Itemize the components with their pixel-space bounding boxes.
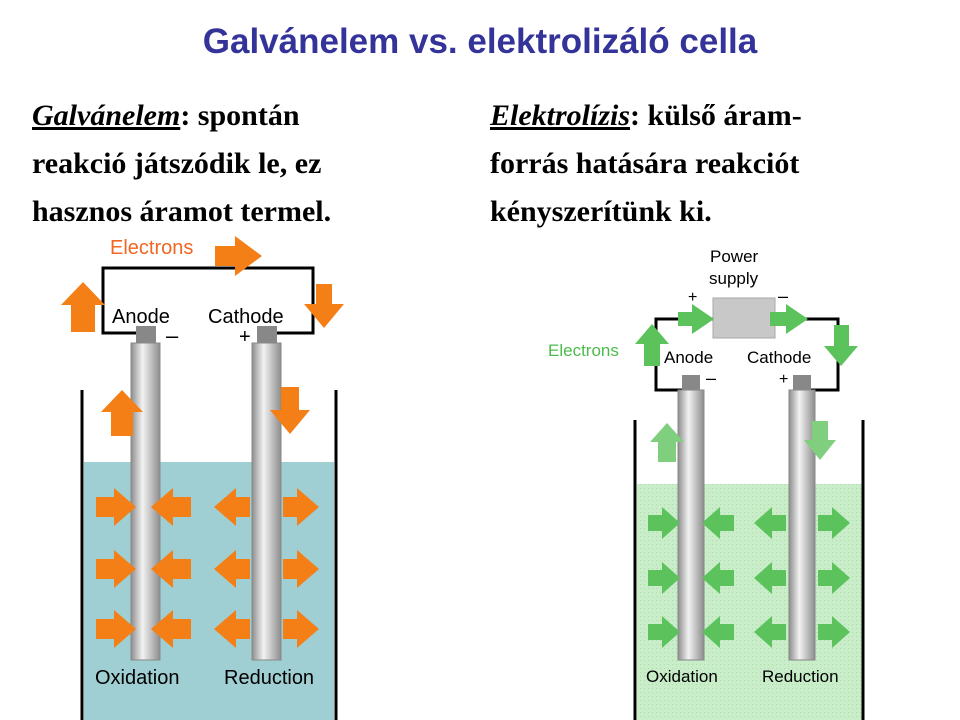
galvanic-ion-arrow-down [270, 387, 310, 434]
galvanic-description-line-3: hasznos áramot termel. [32, 195, 332, 228]
electrolytic-cell: Power supply + – Electrons Anode Cathode… [548, 247, 865, 720]
galvanic-cathode-ion-arrows [214, 488, 319, 648]
electrolytic-reduction-label: Reduction [762, 667, 839, 686]
electrolytic-cathode-label: Cathode [747, 348, 811, 367]
galvanic-cathode-label: Cathode [208, 306, 284, 328]
power-supply-minus-sign: – [778, 286, 788, 306]
power-supply-label-line-1: Power [710, 247, 759, 266]
electrolytic-ion-arrow-down [804, 421, 836, 460]
electrolytic-ion-arrow-up [650, 423, 684, 462]
electrolysis-line-1-rest: : külső áram- [630, 99, 802, 132]
electrolysis-description-line-2: forrás hatására reakciót [490, 147, 800, 180]
galvanic-anode-cap [136, 326, 156, 344]
electrolytic-beaker [633, 420, 865, 720]
power-supply-box [712, 297, 776, 339]
galvanic-term: Galvánelem [32, 99, 181, 132]
galvanic-electron-arrow-right [215, 236, 262, 276]
galvanic-ion-arrow-up [101, 390, 143, 436]
galvanic-line-1-rest: : spontán [180, 99, 300, 132]
electrolytic-cathode-cap [793, 375, 811, 391]
galvanic-anode-ion-arrows [96, 488, 191, 648]
galvanic-anode-label: Anode [112, 306, 170, 328]
electrolytic-electron-arrow-down [824, 325, 858, 366]
galvanic-anode-sign: – [166, 323, 179, 348]
galvanic-reduction-label: Reduction [224, 667, 314, 689]
galvanic-anode-rod [130, 342, 161, 661]
galvanic-cathode-sign: + [239, 326, 251, 348]
electrolytic-anode-rod [677, 389, 705, 661]
galvanic-cathode-cap [257, 326, 277, 344]
galvanic-description-line-2: reakció játszódik le, ez [32, 147, 322, 180]
galvanic-cathode-rod [251, 342, 282, 661]
galvanic-cell: Electrons Anode Cathode – + Oxidation Re… [61, 236, 344, 720]
page-title: Galvánelem vs. elektrolizáló cella [202, 22, 758, 61]
electrolytic-cathode-sign: + [779, 371, 788, 388]
galvanic-wire [101, 266, 315, 335]
galvanic-description: Galvánelem: spontán reakció játszódik le… [32, 92, 432, 236]
power-supply-plus-sign: + [688, 289, 697, 306]
electrolytic-electron-arrow-right-1 [678, 304, 714, 334]
electrolytic-anode-sign: – [706, 368, 716, 388]
power-supply-label-line-2: supply [709, 269, 759, 288]
electrolysis-description-line-3: kényszerítünk ki. [490, 195, 712, 228]
galvanic-beaker [80, 390, 338, 720]
electrolytic-electrons-label: Electrons [548, 341, 619, 360]
electrolytic-cathode-rod [788, 389, 816, 661]
galvanic-electron-arrow-up [61, 282, 105, 332]
electrolytic-electron-arrow-right-2 [770, 304, 808, 334]
electrolysis-description: Elektrolízis: külső áram- forrás hatásár… [490, 92, 930, 236]
galvanic-electron-arrow-down [304, 284, 344, 328]
electrolytic-anode-cap [682, 375, 700, 391]
electrolytic-oxidation-label: Oxidation [646, 667, 718, 686]
electrolytic-electron-arrow-up [635, 324, 669, 366]
electrolytic-anode-label: Anode [664, 348, 713, 367]
electrolytic-cathode-ion-arrows [754, 507, 850, 648]
electrolytic-anode-ion-arrows [648, 507, 734, 648]
galvanic-electrons-label: Electrons [110, 237, 193, 259]
electrolysis-description-line-1: Elektrolízis: külső áram- [490, 92, 930, 140]
galvanic-description-line-1: Galvánelem: spontán [32, 92, 432, 140]
electrolysis-term: Elektrolízis [490, 99, 631, 132]
galvanic-oxidation-label: Oxidation [95, 667, 180, 689]
